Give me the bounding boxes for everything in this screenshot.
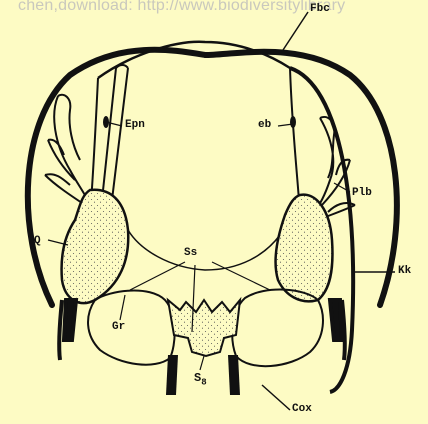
leader-gr xyxy=(120,295,125,320)
label-q: Q xyxy=(34,236,41,247)
label-epn: Epn xyxy=(125,120,145,131)
label-gr: Gr xyxy=(112,322,125,333)
epn-rod xyxy=(102,68,128,200)
left-plume xyxy=(45,95,90,205)
leader-cox xyxy=(262,385,290,410)
right-stippled-sclerite xyxy=(276,195,333,302)
right-eb-spot xyxy=(290,116,296,128)
central-sternum xyxy=(168,300,240,356)
left-inner-leg-bar xyxy=(166,355,178,395)
left-outer-leg-bar xyxy=(59,300,76,360)
left-coxal-loop xyxy=(88,291,175,365)
central-arch xyxy=(128,230,280,270)
right-inner-leg-bar xyxy=(228,355,240,395)
label-eb: eb xyxy=(258,120,271,131)
leader-fbc xyxy=(283,12,308,50)
label-plb: Plb xyxy=(352,188,372,199)
label-s8-sub: 8 xyxy=(201,377,206,387)
right-inner-wall xyxy=(290,68,300,215)
label-s8: S8 xyxy=(194,372,207,387)
label-cox: Cox xyxy=(292,404,312,415)
label-kk: Kk xyxy=(398,266,411,277)
right-outer-leg-bar xyxy=(330,300,345,360)
label-ss: Ss xyxy=(184,248,197,259)
left-stippled-sclerite xyxy=(62,190,129,303)
label-fbc: Fbc xyxy=(310,4,330,15)
leader-s8 xyxy=(200,356,204,370)
epn-rod-top xyxy=(116,65,128,68)
